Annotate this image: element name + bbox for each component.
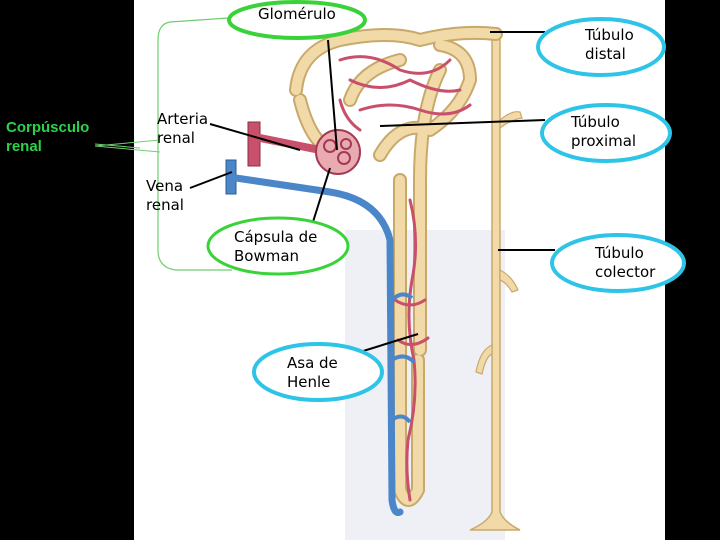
asa-henle-label: Asa de Henle (287, 354, 338, 391)
tubulo-colector-label: Túbulo colector (595, 244, 656, 281)
glomerulus (315, 129, 361, 175)
tubulo-distal-ring (536, 17, 666, 77)
renal-vein (225, 159, 416, 516)
pointer-lines (189, 31, 555, 353)
tubulo-colector-ring (550, 233, 686, 293)
glomerulo-label: Glomérulo (258, 5, 336, 23)
asa-henle-ring (252, 342, 384, 402)
tubulo-proximal-label: Túbulo proximal (571, 113, 637, 150)
corpuscle-bracket (157, 17, 232, 271)
capsula-ring (206, 216, 350, 276)
glomerulo-ring (227, 0, 367, 40)
tubulo-proximal-ring (540, 103, 672, 163)
tubulo-distal-label: Túbulo distal (585, 26, 634, 63)
arteria-renal-label: Arteria renal (157, 110, 209, 147)
corpusculo-renal-label: Corpúsculo renal (6, 119, 90, 155)
tubule-system (289, 25, 503, 507)
vena-renal-label: Vena renal (146, 177, 184, 214)
renal-artery (247, 121, 324, 167)
collecting-duct (469, 29, 523, 531)
corpuscle-pointer (94, 139, 161, 153)
capsula-bowman-label: Cápsula de Bowman (234, 228, 318, 265)
